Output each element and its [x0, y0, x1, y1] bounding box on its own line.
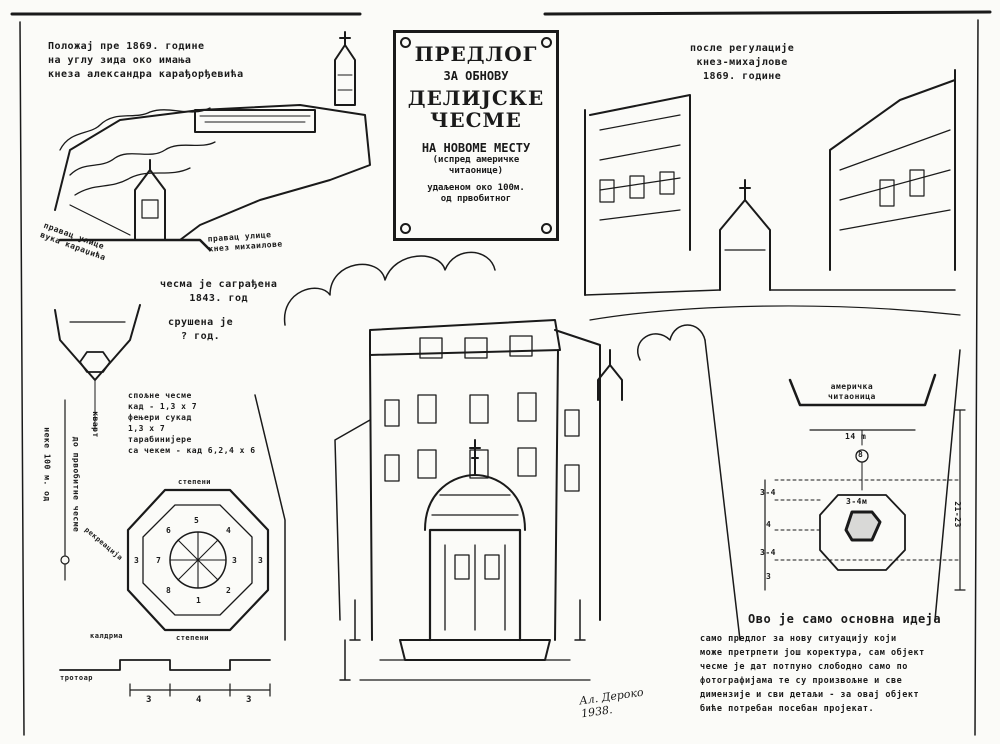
title-line-3: ДЕЛИЈСКЕ [407, 86, 545, 110]
stairs-label-bottom: степени [176, 634, 210, 642]
built-note: чесма је саграђена 1843. год [160, 279, 278, 304]
title-line-5: НА НОВОМЕ МЕСТУ [421, 141, 531, 155]
note-body: само предлог за нову ситуацију који може… [700, 634, 925, 714]
top-left-caption: Положај пре 1869. године на углу зида ок… [48, 41, 244, 80]
reading-room-label: америчка читаоница [828, 382, 876, 401]
corner-ornament [400, 37, 411, 48]
octagon-number: 1 [196, 596, 202, 605]
octagon-number: 8 [166, 586, 172, 595]
vertical-note-a: до првобитне чесме [71, 436, 81, 533]
demolished-note: срушена је ? год. [168, 317, 234, 342]
corner-ornament [541, 37, 552, 48]
octagon-number: 3 [134, 556, 140, 565]
octagon-number: 3 [258, 556, 264, 565]
right-dim: 21-23 [952, 501, 962, 528]
pavement-label: калдрма [90, 632, 124, 640]
title-line-6: (испред америчке [432, 155, 520, 165]
title-line-7: читаонице) [448, 166, 504, 176]
left-dim: 3-4 [760, 548, 776, 557]
octagon-number: 3 [232, 556, 238, 565]
octagon-number: 6 [166, 526, 172, 535]
vertical-note-c: кварт [90, 411, 100, 438]
dim-label-1: 3 [146, 695, 152, 705]
inner-dim-label: 3-4м [846, 497, 868, 506]
dimensions-note: спољне чесме кад - 1,3 х 7 фењери сукад … [128, 391, 256, 455]
sidewalk-label: тротоар [60, 674, 94, 682]
octagon-number: 2 [226, 586, 232, 595]
octagon-number: 5 [194, 516, 200, 525]
left-dim: 4 [766, 520, 772, 529]
left-dim: 3 [766, 572, 772, 581]
title-line-1: ПРЕДЛОГ [414, 42, 538, 66]
title-line-2: ЗА ОБНОВУ [443, 69, 509, 83]
top-right-caption: после регулације кнез-михајлове 1869. го… [690, 43, 795, 82]
title-line-4: ЧЕСМЕ [430, 108, 522, 132]
corner-ornament [400, 223, 411, 234]
title-line-8: удаљеном око 100м. [427, 183, 525, 193]
left-dim: 3-4 [760, 488, 776, 497]
stairs-label-top: степени [178, 478, 212, 486]
title-line-9: од првобитног [440, 194, 512, 204]
width-label: 14 m [845, 432, 867, 441]
octagon-number: 7 [156, 556, 162, 565]
octagon-number: 4 [226, 526, 232, 535]
corner-ornament [541, 223, 552, 234]
vertical-note-b: неке 100 м. од [42, 427, 52, 502]
note-heading: Ово је само основна идеја [748, 612, 942, 626]
dim-label-3: 3 [246, 695, 252, 705]
marker-label: 8 [858, 450, 864, 459]
dim-label-2: 4 [196, 695, 202, 705]
title-panel: ПРЕДЛОГ ЗА ОБНОВУ ДЕЛИЈСКЕ ЧЕСМЕ НА НОВО… [393, 30, 559, 241]
